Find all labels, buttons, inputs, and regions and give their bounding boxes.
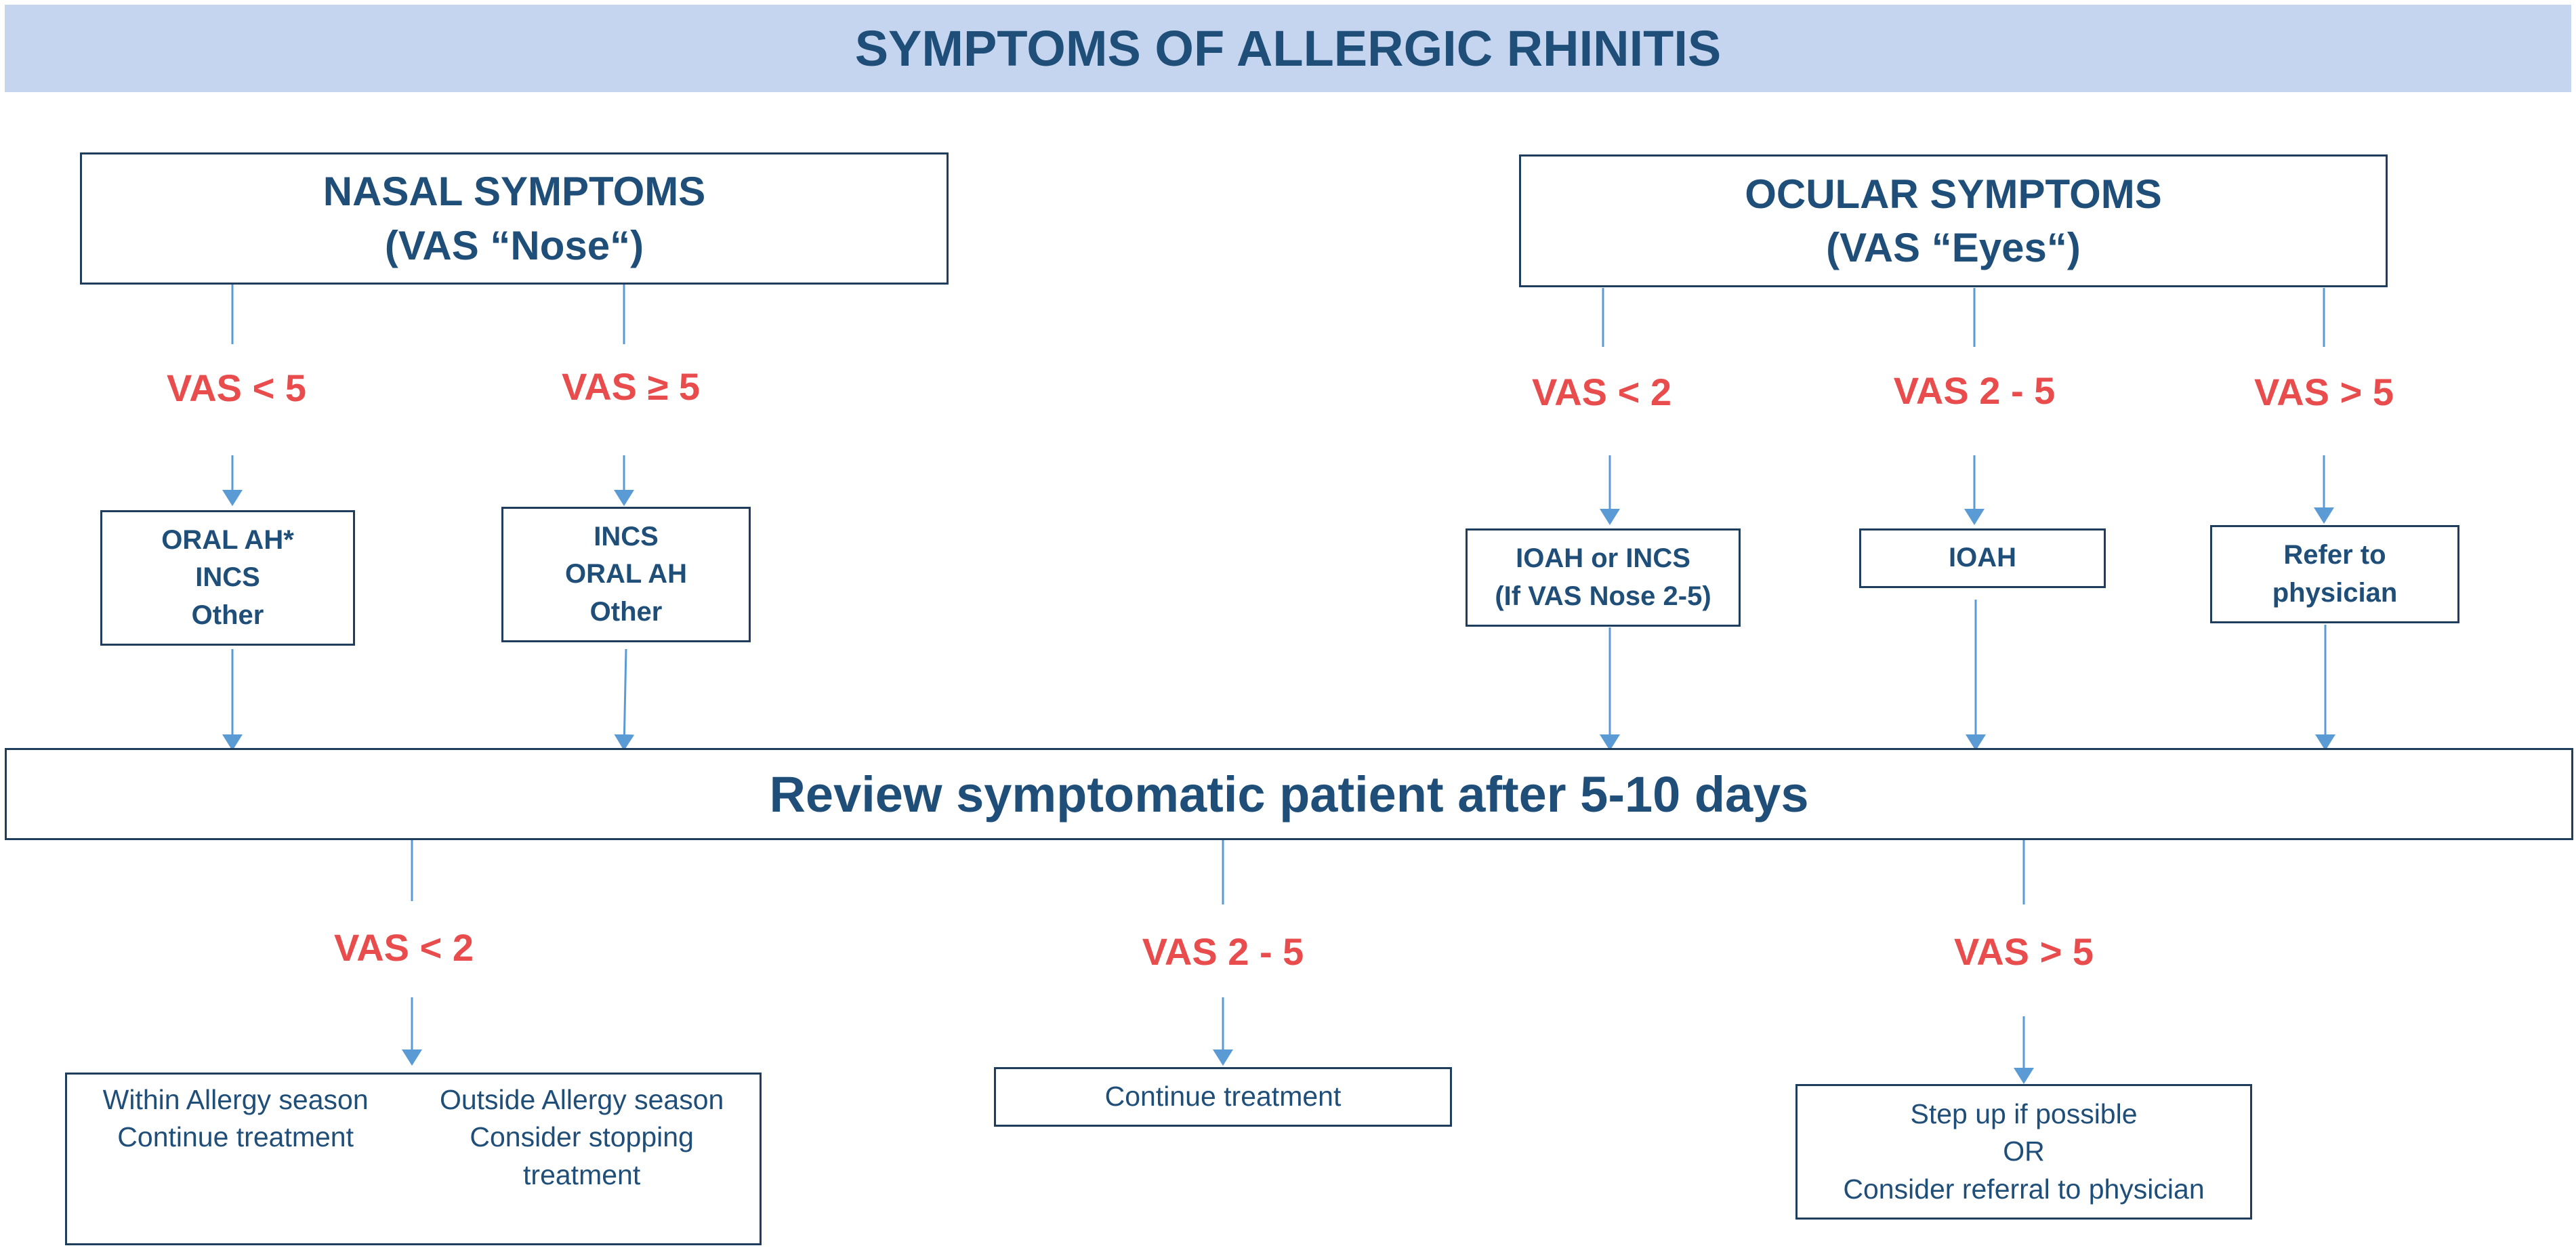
outcome-line: Continue treatment (1104, 1081, 1342, 1112)
nasal-vas-label: VAS ≥ 5 (562, 365, 700, 408)
outcome-vas-label: VAS 2 - 5 (1142, 930, 1304, 973)
nasal-subtitle: (VAS “Nose“) (384, 222, 644, 268)
page-title: SYMPTOMS OF ALLERGIC RHINITIS (5, 5, 2571, 92)
outcome-vas-label: VAS > 5 (1954, 930, 2094, 973)
treatment-line: ORAL AH (565, 559, 687, 589)
outcome-line: OR (2003, 1136, 2045, 1167)
outcome-line: Within Allergy season (102, 1084, 369, 1115)
nasal-vas-label: VAS < 5 (167, 367, 306, 409)
outcome-line: Continue treatment (117, 1121, 354, 1153)
treatment-line: Refer to (2283, 540, 2386, 570)
ocular-treatment-box: Refer to physician (2210, 525, 2459, 623)
treatment-line: ORAL AH* (161, 525, 294, 556)
nasal-treatment-box: INCS ORAL AH Other (501, 507, 751, 642)
outcome-line: Step up if possible (1910, 1098, 2138, 1129)
outcome-vas-label: VAS < 2 (334, 926, 474, 969)
ocular-vas-label: VAS < 2 (1532, 371, 1671, 413)
treatment-line: IOAH (1949, 543, 2016, 573)
arrow (614, 648, 635, 751)
outcome-line: Outside Allergy season (439, 1084, 724, 1115)
treatment-line: (If VAS Nose 2-5) (1495, 581, 1711, 611)
ocular-vas-label: VAS 2 - 5 (1893, 369, 2056, 412)
treatment-line: Other (191, 600, 264, 630)
ocular-treatment-box: IOAH (1859, 528, 2106, 588)
treatment-line: IOAH or INCS (1516, 543, 1690, 574)
outcome-high-box: Step up if possible OR Consider referral… (1795, 1084, 2252, 1220)
ocular-symptoms-box: OCULAR SYMPTOMS (VAS “Eyes“) (1519, 154, 2388, 287)
nasal-title: NASAL SYMPTOMS (323, 169, 706, 215)
outcome-low-box: Within Allergy season Continue treatment… (65, 1073, 762, 1245)
treatment-line: physician (2272, 577, 2398, 608)
review-box: Review symptomatic patient after 5-10 da… (5, 748, 2573, 840)
nasal-treatment-box: ORAL AH* INCS Other (100, 510, 355, 646)
within-season-column: Within Allergy season Continue treatment (103, 1081, 369, 1157)
ocular-title: OCULAR SYMPTOMS (1745, 171, 2162, 217)
outcome-line: Consider stopping (470, 1121, 694, 1153)
treatment-line: Other (589, 596, 663, 627)
outside-season-column: Outside Allergy season Consider stopping… (440, 1081, 724, 1194)
ocular-vas-label: VAS > 5 (2254, 371, 2394, 413)
ocular-subtitle: (VAS “Eyes“) (1826, 225, 2081, 270)
outcome-mid-box: Continue treatment (994, 1067, 1452, 1127)
ocular-treatment-box: IOAH or INCS (If VAS Nose 2-5) (1466, 528, 1741, 627)
outcome-line: treatment (523, 1159, 641, 1190)
treatment-line: INCS (195, 562, 260, 593)
treatment-line: INCS (594, 522, 659, 552)
outcome-line: Consider referral to physician (1843, 1173, 2205, 1205)
nasal-symptoms-box: NASAL SYMPTOMS (VAS “Nose“) (80, 152, 949, 285)
